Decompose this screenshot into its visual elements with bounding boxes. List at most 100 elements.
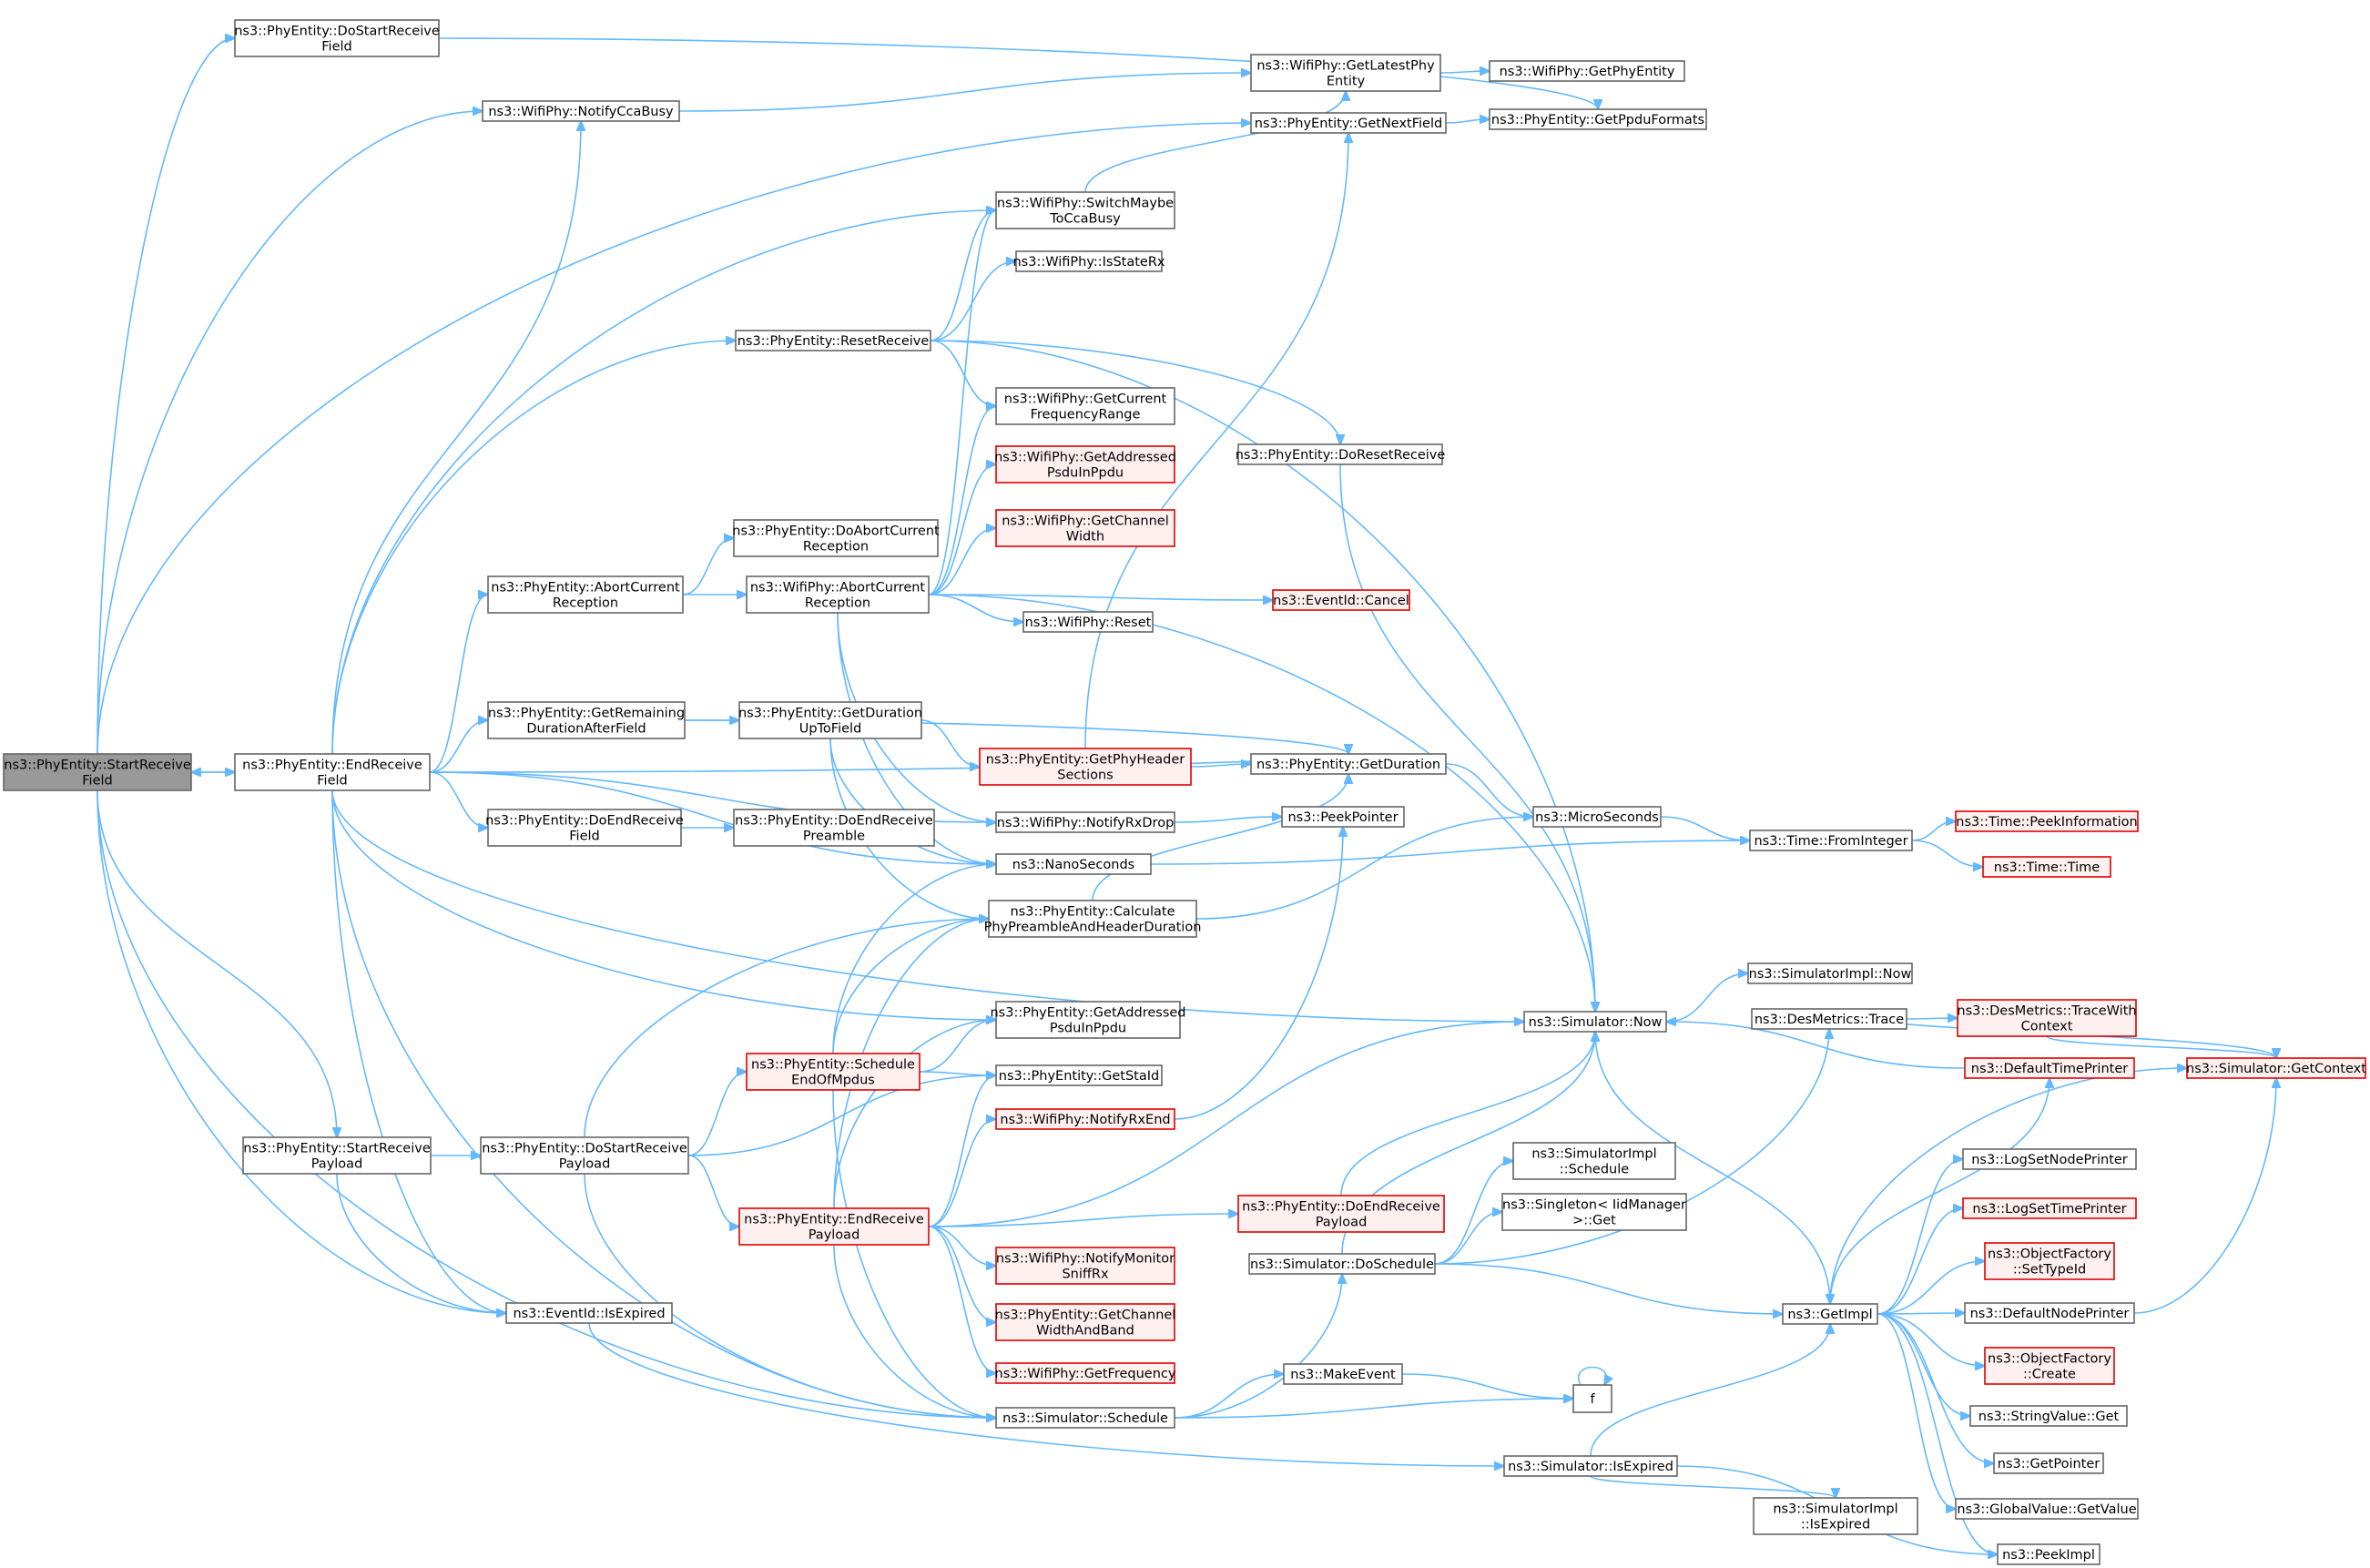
graph-node-n50[interactable]: f (1572, 1384, 1612, 1413)
node-box (1955, 810, 2139, 832)
call-edge (429, 771, 996, 864)
graph-node-n24[interactable]: ns3::WifiPhy::NotifyRxDrop (995, 811, 1175, 833)
graph-node-n33[interactable]: ns3::Simulator::Schedule (995, 1407, 1175, 1429)
graph-node-n6[interactable]: ns3::PhyEntity::ResetReceive (735, 330, 931, 351)
node-label: WidthAndBand (1036, 1324, 1134, 1339)
node-label: ns3::WifiPhy::GetAddressed (994, 451, 1176, 465)
node-label: ns3::WifiPhy::NotifyMonitor (996, 1252, 1175, 1267)
graph-node-n52[interactable]: ns3::SimulatorImpl::IsExpired (1753, 1497, 1918, 1535)
graph-node-n43[interactable]: ns3::Simulator::IsExpired (1503, 1455, 1678, 1477)
call-edge (1590, 1475, 1836, 1498)
node-label: ns3::PhyEntity::GetPpduFormats (1491, 113, 1704, 127)
graph-node-n47[interactable]: ns3::Simulator::Now (1523, 1011, 1667, 1033)
node-box (2186, 1057, 2366, 1079)
graph-node-n61[interactable]: ns3::ObjectFactory::Create (1984, 1347, 2115, 1385)
node-box (1248, 1253, 1436, 1275)
node-label: ns3::LogSetNodePrinter (1971, 1153, 2128, 1167)
graph-node-n51[interactable]: ns3::GetImpl (1782, 1303, 1878, 1325)
graph-node-n29[interactable]: ns3::WifiPhy::NotifyRxEnd (995, 1108, 1175, 1130)
graph-node-n64[interactable]: ns3::GlobalValue::GetValue (1955, 1498, 2139, 1520)
graph-node-n55[interactable]: ns3::DesMetrics::Trace (1751, 1008, 1907, 1030)
call-edge (1339, 463, 1595, 1012)
graph-node-n59[interactable]: ns3::ObjectFactory::SetTypeId (1984, 1242, 2115, 1280)
graph-node-n62[interactable]: ns3::StringValue::Get (1969, 1405, 2128, 1427)
graph-node-n49[interactable]: ns3::Singleton< IidManager>::Get (1501, 1193, 1687, 1231)
graph-node-n35[interactable]: ns3::PhyEntity::GetNextField (1250, 112, 1447, 134)
graph-node-n54[interactable]: ns3::SimulatorImpl::Now (1747, 962, 1913, 984)
graph-node-n58[interactable]: ns3::LogSetTimePrinter (1962, 1197, 2137, 1219)
graph-node-n60[interactable]: ns3::DefaultNodePrinter (1964, 1302, 2135, 1324)
graph-node-n57[interactable]: ns3::LogSetNodePrinter (1962, 1148, 2137, 1170)
graph-node-n39[interactable]: ns3::PeekPointer (1281, 806, 1405, 828)
graph-node-n37[interactable]: ns3::EventId::Cancel (1272, 589, 1410, 611)
call-edge (928, 1226, 996, 1373)
graph-node-n45[interactable]: ns3::PhyEntity::GetPpduFormats (1489, 108, 1707, 130)
graph-node-n66[interactable]: ns3::Time::PeekInformation (1955, 810, 2139, 832)
graph-node-n18[interactable]: ns3::WifiPhy::IsStateRx (1012, 250, 1165, 272)
graph-node-n5[interactable]: ns3::EventId::IsExpired (505, 1302, 673, 1324)
node-box (733, 519, 939, 557)
graph-node-n67[interactable]: ns3::Time::Time (1982, 856, 2111, 878)
graph-node-n44[interactable]: ns3::WifiPhy::GetPhyEntity (1489, 60, 1685, 82)
node-box (995, 811, 1175, 833)
graph-node-n25[interactable]: ns3::NanoSeconds (995, 853, 1152, 875)
call-edge (682, 538, 734, 596)
call-edge (1590, 1324, 1830, 1457)
graph-node-n65[interactable]: ns3::PeekImpl (1997, 1543, 2100, 1565)
graph-node-n48[interactable]: ns3::SimulatorImpl::Schedule (1512, 1142, 1676, 1180)
node-label: ns3::StringValue::Get (1978, 1410, 2120, 1424)
graph-node-n38[interactable]: ns3::PhyEntity::GetDuration (1250, 753, 1447, 775)
node-box (487, 809, 682, 847)
call-edge (678, 73, 1251, 112)
graph-node-n63[interactable]: ns3::GetPointer (1993, 1452, 2104, 1474)
graph-node-n41[interactable]: ns3::Simulator::DoSchedule (1248, 1253, 1436, 1275)
call-edge (97, 123, 1251, 755)
graph-node-n2[interactable]: ns3::WifiPhy::NotifyCcaBusy (482, 100, 680, 122)
graph-node-n22[interactable]: ns3::WifiPhy::Reset (1022, 611, 1154, 633)
graph-node-n53[interactable]: ns3::Time::FromInteger (1749, 830, 1913, 851)
graph-node-n26[interactable]: ns3::PhyEntity::CalculatePhyPreambleAndH… (984, 900, 1202, 938)
node-box (995, 1001, 1181, 1039)
graph-node-n32[interactable]: ns3::WifiPhy::GetFrequency (995, 1362, 1176, 1384)
graph-node-n46[interactable]: ns3::MicroSeconds (1532, 806, 1662, 828)
graph-node-n8[interactable]: ns3::PhyEntity::GetRemainingDurationAfte… (487, 701, 686, 739)
node-label: PsduInPpdu (1047, 466, 1124, 481)
node-box (3, 753, 192, 791)
node-label: ns3::PhyEntity::GetRemaining (488, 707, 685, 721)
graph-node-n28[interactable]: ns3::PhyEntity::GetStaId (995, 1064, 1163, 1086)
graph-node-n36[interactable]: ns3::PhyEntity::DoResetReceive (1236, 443, 1446, 465)
node-label: ns3::PhyEntity::GetAddressed (990, 1006, 1185, 1021)
node-box (234, 19, 440, 57)
call-edge (837, 612, 996, 864)
call-edge (1174, 827, 1343, 1120)
graph-node-n42[interactable]: ns3::MakeEvent (1283, 1363, 1403, 1385)
graph-node-n69[interactable]: ns3::Simulator::GetContext (2186, 1057, 2366, 1079)
graph-node-n56[interactable]: ns3::DefaultTimePrinter (1964, 1057, 2135, 1079)
node-label: ns3::MicroSeconds (1535, 810, 1659, 825)
call-edge (928, 464, 996, 596)
